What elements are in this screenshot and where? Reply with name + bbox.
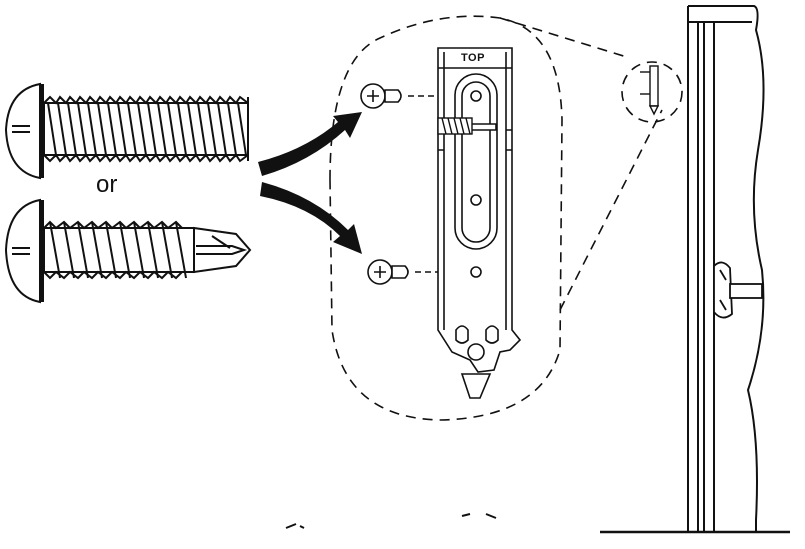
bracket-tip: [460, 373, 492, 399]
bracket-stud: [437, 117, 473, 135]
self-drilling-screw: [4, 198, 252, 304]
door-frame: [600, 5, 790, 534]
frame-bracket-detail: [640, 65, 660, 116]
bracket-top-label: TOP: [461, 52, 485, 64]
bracket-hole-left: [455, 325, 469, 344]
machine-screw: [4, 82, 249, 180]
callout-upper-screw: [360, 83, 440, 109]
bracket-hole-right: [485, 325, 499, 344]
bottom-marks: [285, 513, 497, 529]
self-drilling-screw-tip: [193, 226, 252, 274]
zoom-callout: [329, 15, 683, 421]
arrow-to-lower-screw: [260, 182, 362, 254]
self-drilling-screw-threads: [43, 220, 194, 280]
self-drilling-screw-head: [4, 198, 41, 304]
arrow-to-upper-screw: [258, 112, 362, 176]
machine-screw-threads: [43, 95, 249, 163]
arrows: [258, 112, 362, 254]
or-label: or: [96, 171, 118, 198]
frame-handle: [713, 261, 763, 319]
mounting-bracket: [437, 47, 522, 399]
